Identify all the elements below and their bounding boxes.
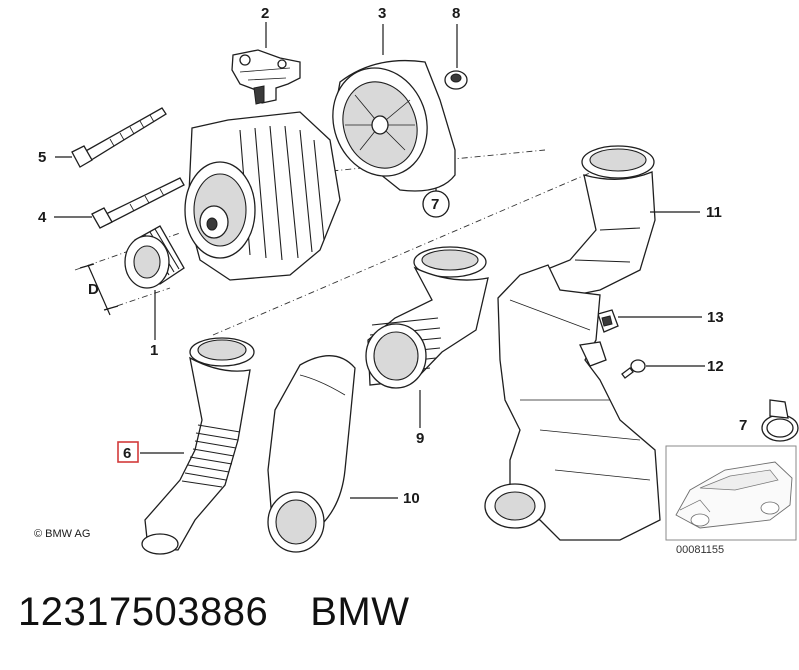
intake-housing[interactable] <box>484 264 661 541</box>
callout-7-circled-text: 7 <box>431 196 439 213</box>
hose-clamp[interactable] <box>761 399 799 442</box>
callout-11: 11 <box>706 204 722 221</box>
callout-2: 2 <box>261 5 269 22</box>
grommet[interactable] <box>444 70 468 90</box>
callout-4: 4 <box>38 209 47 226</box>
reference-number: 00081155 <box>676 544 724 556</box>
upper-air-duct[interactable] <box>544 145 656 301</box>
callout-1: 1 <box>150 342 158 359</box>
exploded-view-svg: 00081155 2 3 8 5 4 D 1 9 10 11 13 12 7 7… <box>34 5 799 556</box>
callout-8: 8 <box>452 5 460 22</box>
copyright-notice: © BMW AG <box>34 528 90 540</box>
callout-5: 5 <box>38 149 46 166</box>
air-intake-hose[interactable] <box>141 337 255 555</box>
brand-name: BMW <box>310 590 410 634</box>
elbow-hose[interactable] <box>267 355 356 553</box>
screw[interactable] <box>621 359 646 379</box>
part-number: 12317503886 <box>18 590 269 634</box>
clip[interactable] <box>597 309 619 333</box>
callout-12: 12 <box>707 358 724 375</box>
callout-10: 10 <box>403 490 420 507</box>
bellows-hose[interactable] <box>365 246 489 389</box>
alternator[interactable] <box>184 111 341 281</box>
long-bolt[interactable] <box>71 107 167 168</box>
callout-7-circled: 7 <box>422 190 450 218</box>
pulley[interactable] <box>124 225 185 289</box>
parts-diagram: 00081155 2 3 8 5 4 D 1 9 10 11 13 12 7 7… <box>34 5 799 556</box>
callout-6-highlighted[interactable]: 6 <box>117 441 139 463</box>
voltage-regulator[interactable] <box>231 49 301 105</box>
dimension-d-label: D <box>88 281 99 298</box>
callout-3: 3 <box>378 5 386 22</box>
callout-9: 9 <box>416 430 424 447</box>
short-bolt[interactable] <box>91 177 185 229</box>
fan-cowl[interactable] <box>318 55 456 192</box>
callout-7-clamp: 7 <box>739 417 747 434</box>
callout-13: 13 <box>707 309 724 326</box>
vehicle-thumbnail <box>665 445 797 541</box>
part-caption: 12317503886 BMW <box>18 590 451 650</box>
callout-6-text: 6 <box>123 445 131 462</box>
